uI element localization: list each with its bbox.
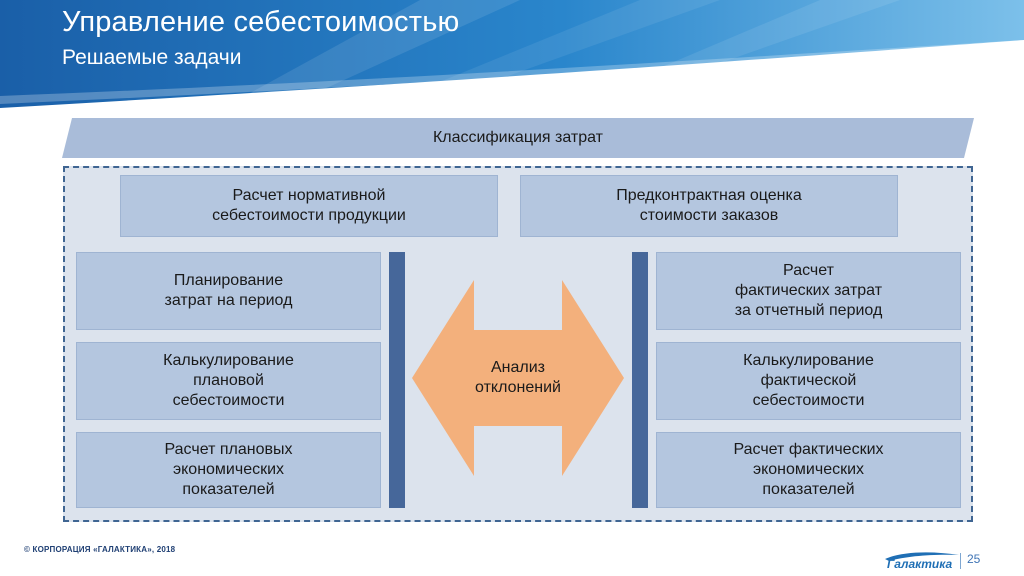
cost-planning-box: Планирование затрат на период (76, 252, 381, 330)
actual-costing-box: Калькулирование фактической себестоимост… (656, 342, 961, 420)
actual-costs-box: Расчет фактических затрат за отчетный пе… (656, 252, 961, 330)
page-subtitle: Решаемые задачи (62, 46, 242, 69)
deviation-analysis-arrow: Анализ отклонений (412, 280, 624, 476)
planned-indicators-box: Расчет плановых экономических показателе… (76, 432, 381, 508)
deviation-analysis-label: Анализ отклонений (475, 359, 561, 396)
header-background (0, 0, 1024, 108)
actual-indicators-box: Расчет фактических экономических показат… (656, 432, 961, 508)
galaktika-logo: Галактика (883, 551, 961, 571)
double-arrow-icon (412, 280, 624, 476)
page-title: Управление себестоимостью (62, 6, 460, 38)
page-number: 25 (967, 552, 981, 566)
planned-costing-box: Калькулирование плановой себестоимости (76, 342, 381, 420)
logo-swoosh-icon (885, 552, 959, 561)
left-divider-bar (389, 252, 405, 508)
classification-banner: Классификация затрат (62, 118, 974, 158)
normative-cost-box: Расчет нормативной себестоимости продукц… (120, 175, 498, 237)
copyright: © КОРПОРАЦИЯ «ГАЛАКТИКА», 2018 (24, 545, 176, 554)
right-divider-bar (632, 252, 648, 508)
page-separator (960, 553, 961, 569)
slide-header: Управление себестоимостью Решаемые задач… (0, 0, 1024, 110)
logo-text: Галактика (887, 557, 953, 571)
precontract-estimate-box: Предконтрактная оценка стоимости заказов (520, 175, 898, 237)
classification-label: Классификация затрат (432, 129, 604, 146)
